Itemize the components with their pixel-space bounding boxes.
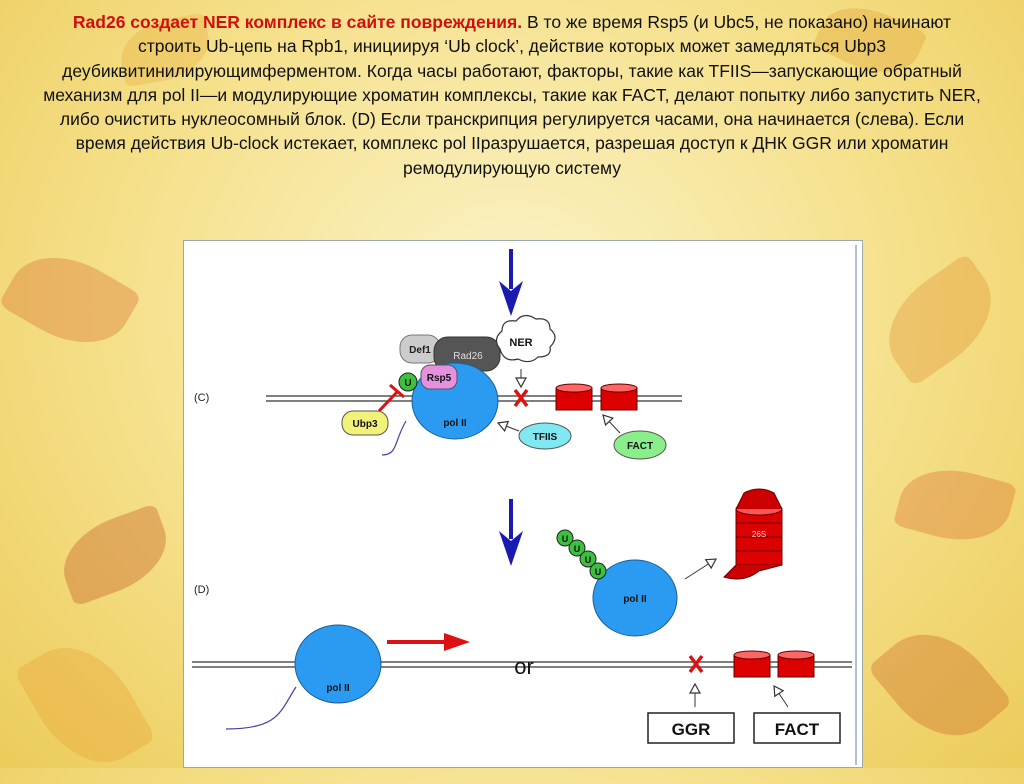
rad26-label: Rad26 bbox=[453, 351, 483, 362]
ggr-box: GGR bbox=[648, 713, 734, 743]
ub-chain-3: U bbox=[585, 555, 592, 565]
panel-c-label: (C) bbox=[194, 392, 209, 404]
caption-highlight: Rad26 создает NER комплекс в сайте повре… bbox=[73, 12, 522, 32]
ub-chain-4: U bbox=[595, 567, 602, 577]
diagram-figure: (C) Def1 Rad26 NER pol II Rsp5 U bbox=[183, 240, 863, 768]
caption-text: Rad26 создает NER комплекс в сайте повре… bbox=[40, 10, 984, 180]
pol2-c-label: pol II bbox=[443, 418, 467, 429]
rsp5-protein: Rsp5 bbox=[421, 365, 457, 389]
def1-label: Def1 bbox=[409, 345, 431, 356]
ubp3-inhibition bbox=[379, 385, 404, 411]
red-arrow bbox=[387, 633, 470, 651]
ner-label: NER bbox=[509, 337, 532, 349]
fact-label: FACT bbox=[627, 441, 653, 452]
damage-mark-d bbox=[690, 656, 702, 672]
panel-d-label: (D) bbox=[194, 584, 209, 596]
fact-d-arrow bbox=[774, 686, 788, 707]
pol2-d-label: pol II bbox=[326, 683, 350, 694]
ggr-label: GGR bbox=[672, 720, 711, 739]
ub-chain-2: U bbox=[574, 544, 581, 554]
fact-protein: FACT bbox=[614, 431, 666, 459]
ub-c-label: U bbox=[404, 378, 411, 389]
tfiis-protein: TFIIS bbox=[519, 423, 571, 449]
down-arrow-d bbox=[499, 499, 523, 566]
proteasome-label: 26S bbox=[752, 530, 766, 539]
ubp3-protein: Ubp3 bbox=[342, 411, 388, 435]
nucleosome-c-1 bbox=[556, 384, 592, 410]
caption-body: В то же время Rsp5 (и Ubc5, не показано)… bbox=[43, 12, 981, 178]
ub-c: U bbox=[399, 373, 417, 391]
proteasome-arrow bbox=[685, 559, 716, 579]
fact-box: FACT bbox=[754, 713, 840, 743]
nucleosome-d-2 bbox=[778, 651, 814, 677]
pol2-released-label: pol II bbox=[623, 594, 647, 605]
down-arrow-c bbox=[499, 249, 523, 316]
ub-chain: U U U U bbox=[557, 530, 606, 579]
rsp5-label: Rsp5 bbox=[427, 373, 452, 384]
ner-cloud: NER bbox=[496, 315, 555, 361]
ubp3-label: Ubp3 bbox=[353, 419, 378, 430]
rna-tail-d bbox=[226, 687, 296, 729]
damage-mark-c bbox=[515, 390, 527, 406]
nucleosome-d-1 bbox=[734, 651, 770, 677]
fact-box-label: FACT bbox=[775, 720, 820, 739]
tfiis-arrow bbox=[498, 423, 519, 431]
diagram-svg: (C) Def1 Rad26 NER pol II Rsp5 U bbox=[184, 241, 864, 769]
tfiis-label: TFIIS bbox=[533, 432, 558, 443]
pol2-d: pol II bbox=[295, 625, 381, 703]
proteasome-26s: 26S bbox=[724, 489, 782, 579]
or-label: or bbox=[514, 654, 534, 679]
nucleosome-c-2 bbox=[601, 384, 637, 410]
ub-chain-1: U bbox=[562, 534, 569, 544]
fact-arrow bbox=[603, 415, 620, 433]
